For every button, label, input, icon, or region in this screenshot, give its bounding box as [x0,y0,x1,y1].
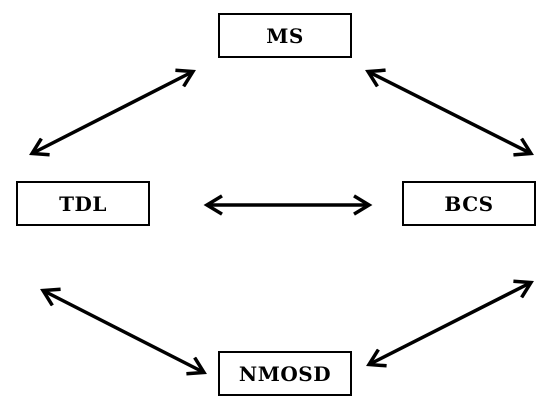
arrow-tdl-nmosd [44,291,203,372]
node-bcs: BCS [402,181,536,226]
arrow-ms-bcs [369,72,530,153]
arrow-bcs-nmosd [370,283,530,364]
node-nmosd: NMOSD [218,351,352,396]
arrow-ms-tdl [33,72,192,153]
node-ms: MS [218,13,352,58]
node-tdl: TDL [16,181,150,226]
